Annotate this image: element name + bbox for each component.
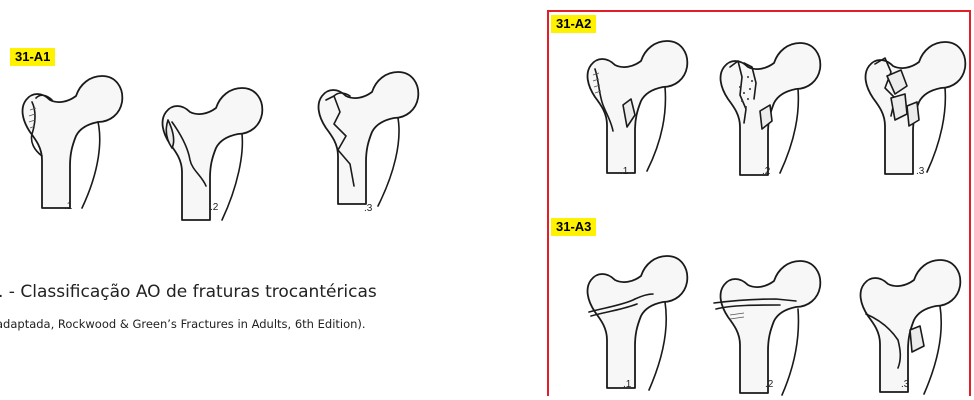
diagram-number-a1-1: .1 [64, 201, 72, 212]
diagram-number-a2-2: .2 [762, 166, 770, 177]
diagram-number-a1-2: .2 [210, 202, 218, 213]
fracture-diagram-a1-3 [298, 66, 418, 216]
fracture-diagram-a2-2 [700, 37, 820, 177]
fracture-diagram-a3-1 [567, 250, 687, 395]
fracture-diagram-a3-2 [700, 255, 820, 400]
fracture-diagram-a3-3 [840, 254, 960, 399]
diagram-number-a2-3: .3 [916, 166, 924, 177]
diagram-number-a3-2: .2 [765, 379, 773, 390]
fracture-diagram-a2-3 [845, 36, 965, 176]
group-label-31-a3: 31-A3 [551, 218, 596, 236]
diagram-number-a3-1: .1 [623, 379, 631, 390]
fracture-diagram-a2-1 [567, 35, 687, 175]
group-label-31-a2: 31-A2 [551, 15, 596, 33]
figure-caption-source: adaptada, Rockwood & Green’s Fractures i… [0, 317, 366, 331]
diagram-number-a1-3: .3 [364, 203, 372, 214]
diagram-number-a2-1: .1 [620, 166, 628, 177]
group-label-31-a1: 31-A1 [10, 48, 55, 66]
figure-caption-title: . - Classificação AO de fraturas trocant… [0, 282, 377, 302]
fracture-diagram-a1-1 [2, 70, 122, 215]
fracture-diagram-a1-2 [142, 82, 262, 227]
diagram-number-a3-3: .3 [901, 379, 909, 390]
